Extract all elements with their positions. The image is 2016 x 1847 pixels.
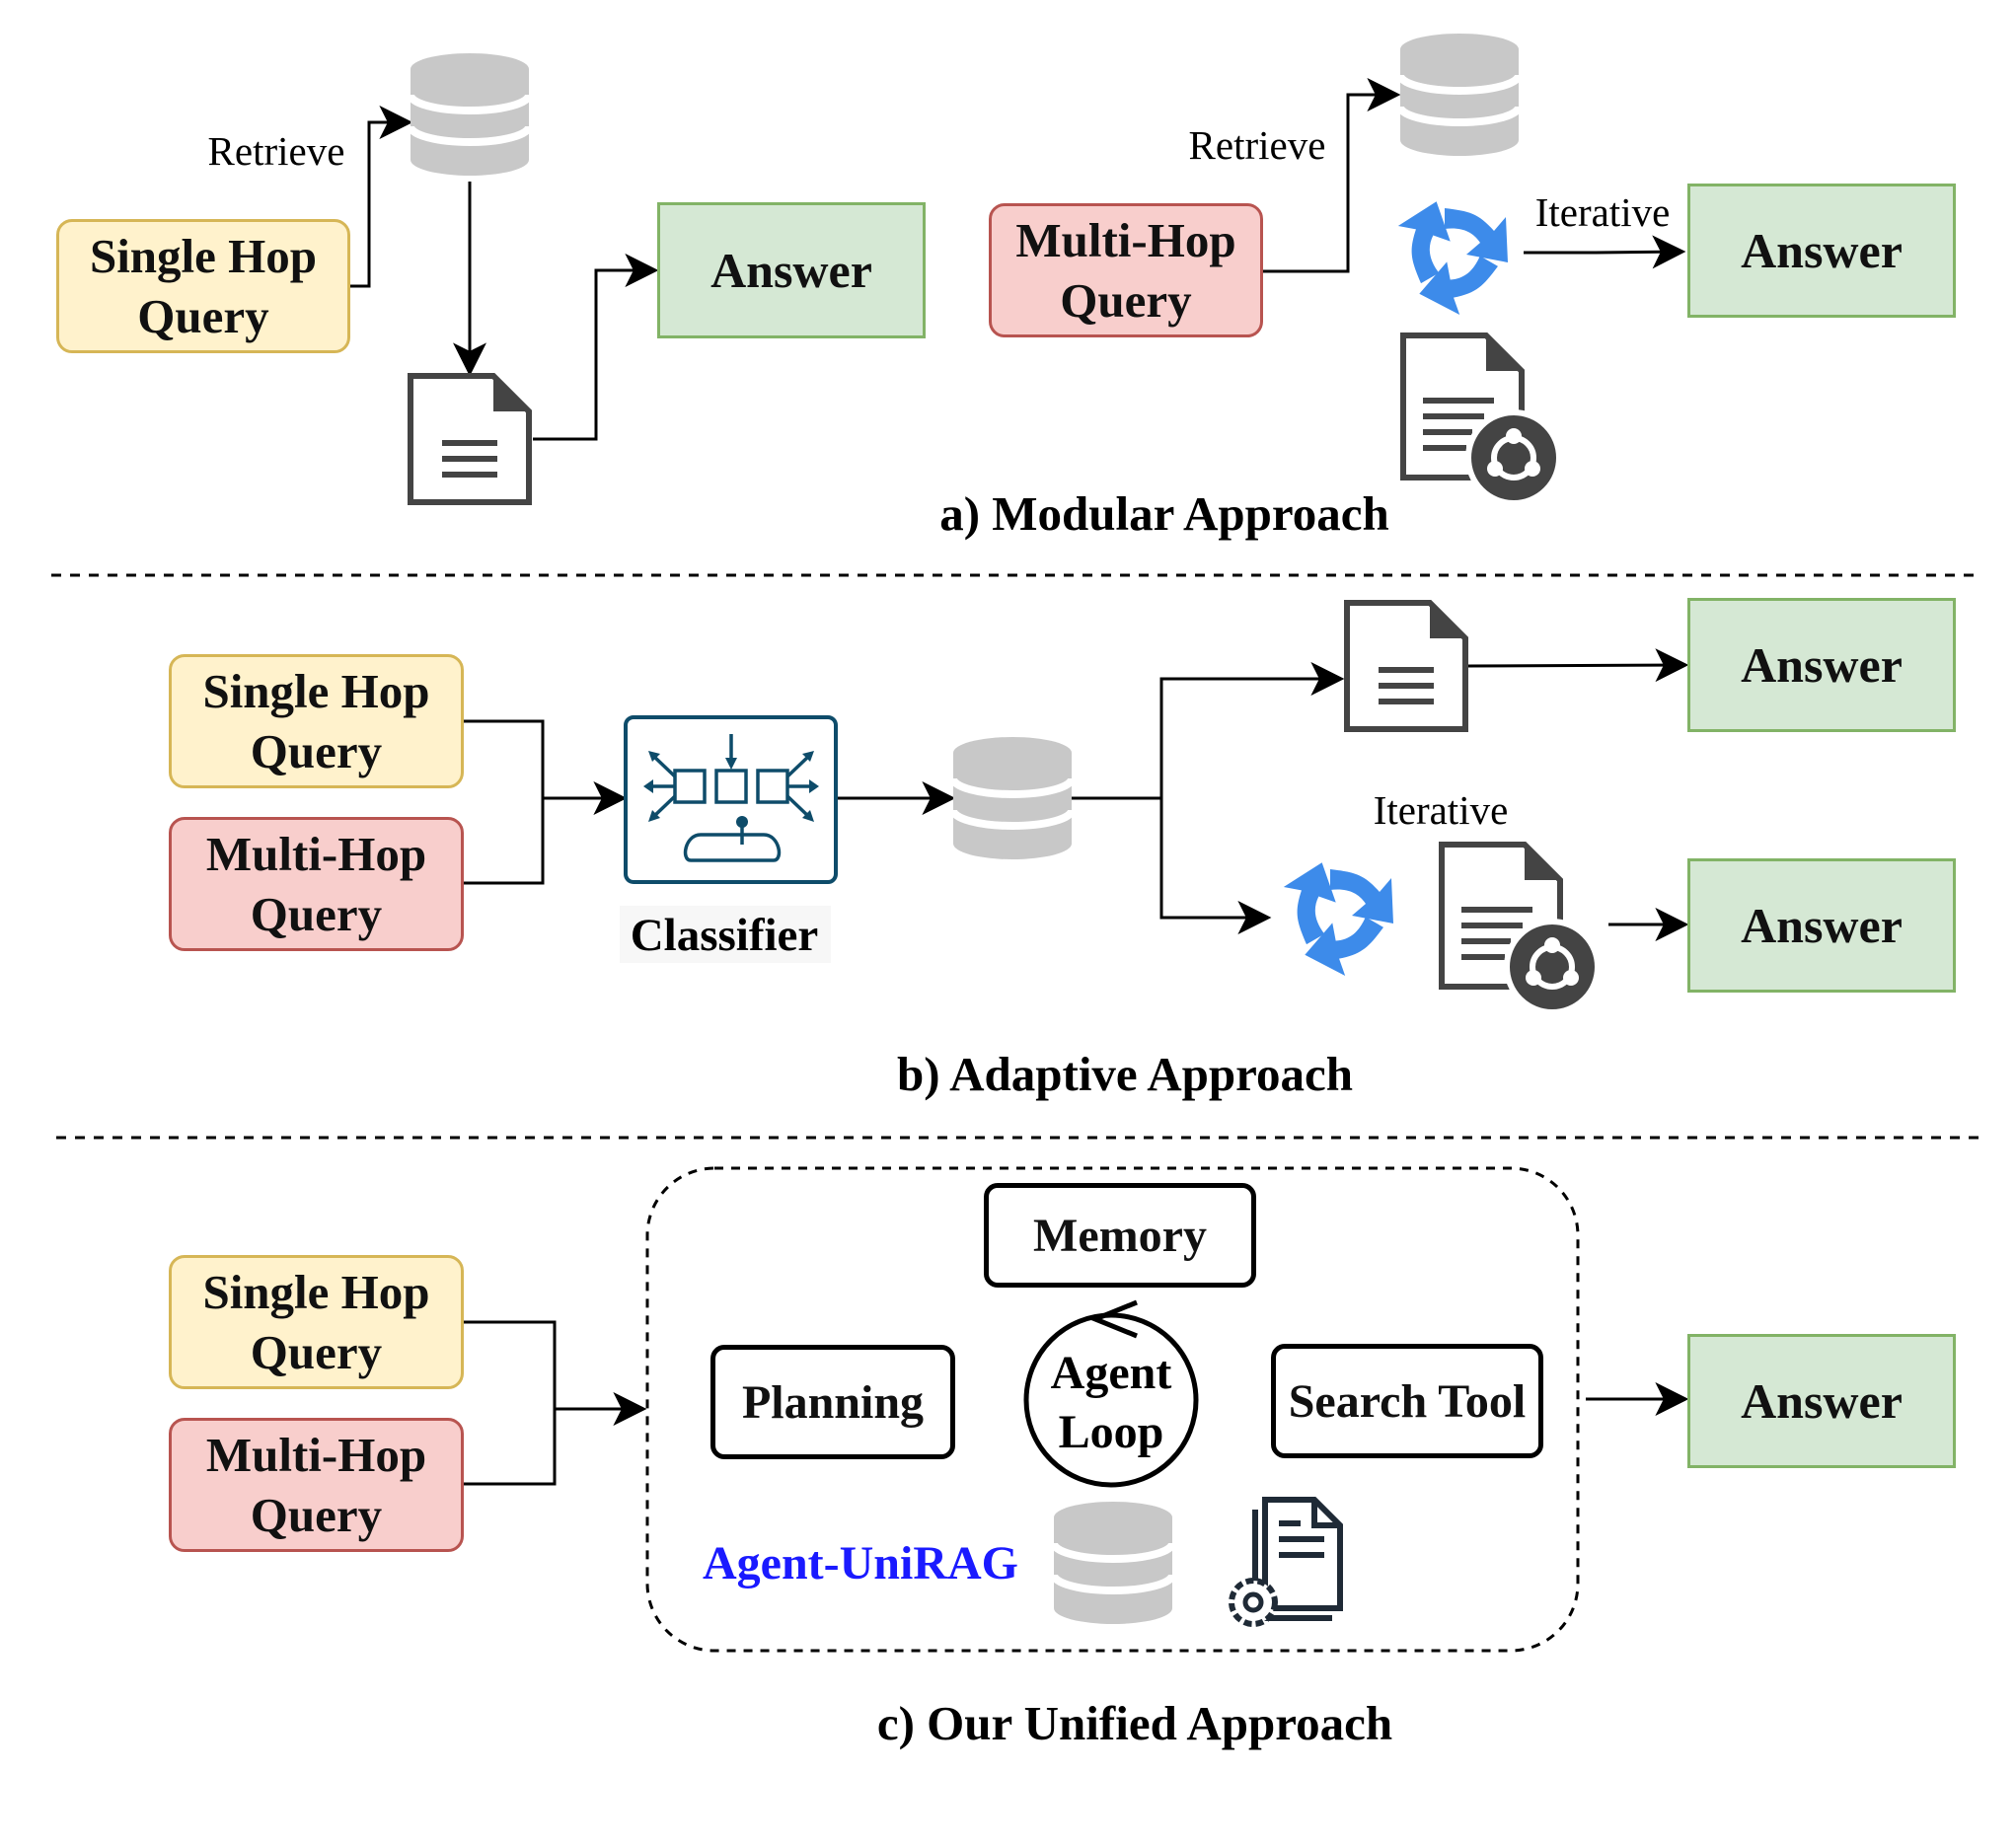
section-a-caption: a) Modular Approach <box>939 485 1389 541</box>
single-hop-query-line1: Single Hop <box>202 664 430 718</box>
agent-loop-icon <box>1023 1299 1199 1488</box>
search-tool-box: Search Tool <box>1271 1344 1543 1458</box>
memory-label: Memory <box>1033 1209 1207 1262</box>
answer-box: Answer <box>657 202 926 338</box>
answer-box: Answer <box>1687 598 1956 732</box>
multi-hop-query-line1: Multi-Hop <box>205 827 427 881</box>
classifier-label-bg <box>620 906 831 963</box>
single-hop-query-line1: Single Hop <box>89 229 318 283</box>
agent-unirag-label: Agent-UniRAG <box>703 1536 1018 1589</box>
answer-label: Answer <box>1741 897 1903 953</box>
agent-loop-line2: Loop <box>1058 1406 1164 1458</box>
multi-hop-query-line2: Query <box>1060 273 1192 328</box>
answer-box: Answer <box>1687 1334 1956 1468</box>
single-hop-query-line1: Single Hop <box>202 1265 430 1319</box>
multi-hop-query-line2: Query <box>250 1488 383 1542</box>
answer-label: Answer <box>1741 222 1903 278</box>
retrieve-label: Retrieve <box>1188 122 1326 168</box>
answer-label: Answer <box>1741 1372 1903 1429</box>
answer-label: Answer <box>710 242 872 298</box>
multi-hop-query-line1: Multi-Hop <box>205 1428 427 1482</box>
single-hop-query-line2: Query <box>250 724 383 778</box>
answer-box: Answer <box>1687 184 1956 318</box>
planning-label: Planning <box>741 1375 925 1429</box>
retrieve-label: Retrieve <box>207 128 345 174</box>
memory-box: Memory <box>984 1183 1256 1288</box>
single-hop-query-line2: Query <box>137 289 269 343</box>
answer-label: Answer <box>1741 636 1903 693</box>
agent-loop-line1: Agent <box>1050 1347 1172 1399</box>
search-tool-label: Search Tool <box>1288 1374 1527 1428</box>
multi-hop-query-line2: Query <box>250 887 383 941</box>
iterative-label: Iterative <box>1373 787 1509 833</box>
classifier-icon <box>624 715 838 884</box>
iterative-label: Iterative <box>1534 189 1671 235</box>
section-b-connectors <box>464 648 1689 941</box>
section-a-connectors <box>350 78 1686 441</box>
classifier-label: Classifier <box>630 910 819 961</box>
multi-hop-query-line1: Multi-Hop <box>1015 213 1236 267</box>
answer-box: Answer <box>1687 858 1956 993</box>
single-hop-query-line2: Query <box>250 1325 383 1379</box>
planning-box: Planning <box>710 1345 955 1459</box>
section-c-connectors <box>464 1320 1689 1486</box>
agent-unirag-container <box>645 1166 1580 1653</box>
section-b-caption: b) Adaptive Approach <box>897 1046 1353 1101</box>
section-c-caption: c) Our Unified Approach <box>876 1695 1393 1750</box>
